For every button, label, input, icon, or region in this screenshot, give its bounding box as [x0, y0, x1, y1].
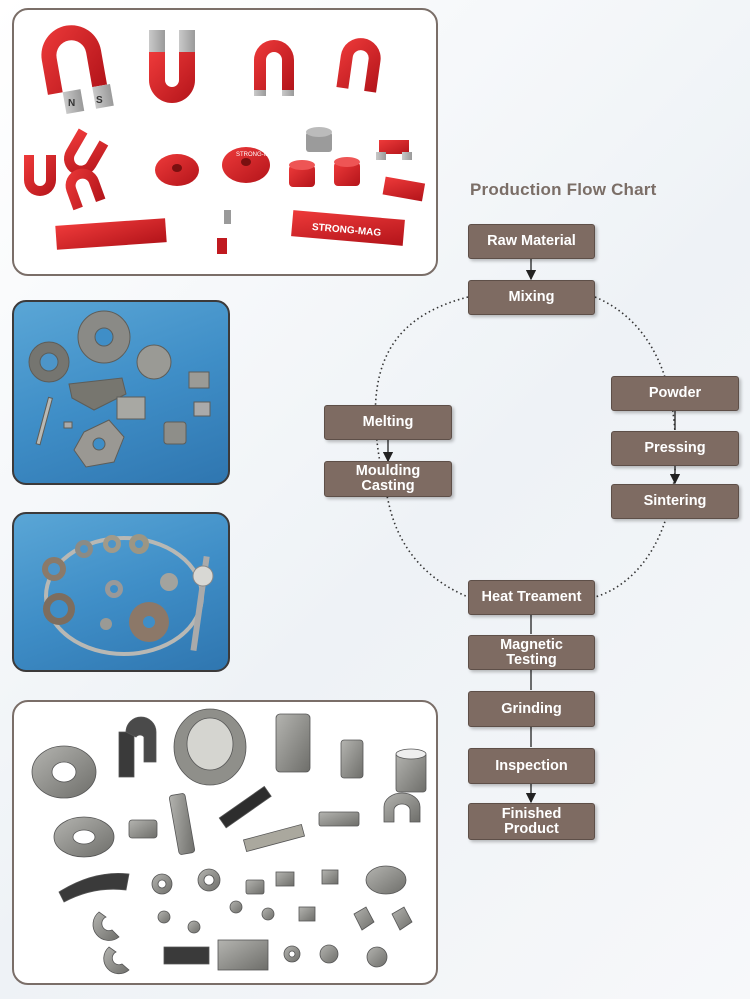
- ring-magnet: STRONG-MAG: [155, 147, 278, 186]
- bar-magnet: STRONG-MAG: [55, 210, 405, 250]
- step-raw-material: Raw Material: [468, 224, 595, 259]
- photo-red-magnets: N S STRONG-MAG: [12, 8, 438, 276]
- ring-label: STRONG-MAG: [236, 152, 278, 158]
- photo-metal-parts: [12, 700, 438, 985]
- step-melting: Melting: [324, 405, 452, 440]
- step-pressing: Pressing: [611, 431, 739, 466]
- step-moulding-casting: Moulding Casting: [324, 461, 452, 497]
- dotted-loop-left: [374, 296, 469, 598]
- photo-sintered-parts: [12, 300, 230, 485]
- rings-illustration: [42, 534, 214, 656]
- photo-rings-washers: [12, 512, 230, 672]
- step-inspection: Inspection: [468, 748, 595, 784]
- step-powder: Powder: [611, 376, 739, 411]
- step-grinding: Grinding: [468, 691, 595, 727]
- horseshoe-magnet-small-2: [336, 38, 381, 93]
- step-finished-product: Finished Product: [468, 803, 595, 840]
- metal-parts-illustration: [31, 708, 427, 975]
- step-heat-treatment: Heat Treament: [468, 580, 595, 615]
- step-magnetic-testing: Magnetic Testing: [468, 635, 595, 670]
- step-sintering: Sintering: [611, 484, 739, 519]
- horseshoe-magnet-inverted: [149, 30, 195, 103]
- pole-label-s: S: [96, 95, 103, 106]
- red-magnets-illustration: N S STRONG-MAG: [24, 25, 426, 254]
- pole-label-n: N: [68, 98, 75, 109]
- flow-chart-title: Production Flow Chart: [470, 180, 657, 199]
- step-mixing: Mixing: [468, 280, 595, 315]
- sintered-parts-illustration: [28, 310, 211, 468]
- horseshoe-magnet-small: [254, 40, 294, 90]
- horseshoe-magnet-large: N S: [41, 25, 114, 114]
